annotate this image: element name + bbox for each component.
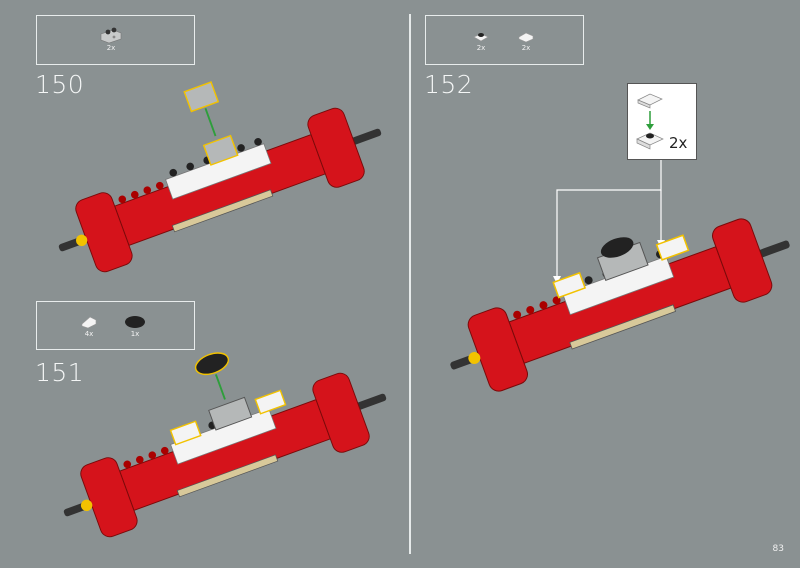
red-beam-model bbox=[58, 81, 382, 273]
tan-tile bbox=[176, 454, 279, 498]
technic-brick-icon bbox=[100, 27, 122, 44]
plate-with-stud bbox=[655, 234, 690, 261]
red-beam-model bbox=[450, 218, 790, 392]
bushing bbox=[80, 499, 93, 512]
technic-brick-placing bbox=[183, 81, 220, 113]
stud bbox=[130, 190, 139, 199]
stud bbox=[513, 310, 522, 319]
part-qty: 1x bbox=[130, 330, 140, 338]
end-cap-right bbox=[312, 372, 370, 453]
part-slope-tile: 4x bbox=[80, 314, 98, 338]
stud bbox=[552, 296, 561, 305]
slope-tile bbox=[169, 420, 202, 446]
slope-tile-icon bbox=[81, 316, 97, 329]
tan-tile bbox=[171, 189, 274, 233]
stud bbox=[155, 181, 164, 190]
part-round-tile: 1x bbox=[124, 314, 146, 338]
arrow-icon bbox=[204, 108, 217, 137]
part-qty: 2x bbox=[521, 44, 531, 52]
plate-stud-icon bbox=[473, 33, 489, 42]
callout-qty: 2x bbox=[669, 134, 688, 152]
technic-brick bbox=[208, 396, 253, 431]
stud bbox=[526, 305, 535, 314]
step-number: 152 bbox=[424, 70, 474, 99]
stud bbox=[186, 162, 195, 171]
bushing bbox=[75, 234, 88, 247]
bushing bbox=[468, 352, 481, 365]
stud bbox=[135, 455, 144, 464]
round-tile bbox=[600, 237, 634, 258]
part-technic-brick: 2x bbox=[99, 26, 123, 52]
stud bbox=[169, 168, 178, 177]
parts-list-step-151: 4x 1x bbox=[36, 301, 195, 350]
end-cap-right bbox=[307, 107, 365, 188]
callout-leader-lines bbox=[556, 160, 662, 278]
stud bbox=[148, 451, 157, 459]
part-qty: 2x bbox=[476, 44, 486, 52]
stud bbox=[237, 144, 245, 152]
parts-list-step-152: 2x 2x bbox=[425, 15, 584, 65]
tan-tile bbox=[569, 304, 677, 350]
arrow-icon bbox=[553, 276, 561, 284]
curved-tile-icon bbox=[518, 32, 534, 43]
plate-with-stud bbox=[552, 271, 587, 299]
sub-assembly-callout: 2x bbox=[627, 83, 697, 160]
step-number: 151 bbox=[35, 358, 85, 387]
parts-list-step-150: 2x bbox=[36, 15, 195, 65]
part-plate-with-stud: 2x bbox=[473, 30, 489, 52]
page-number: 83 bbox=[772, 544, 784, 554]
technic-brick bbox=[202, 134, 239, 166]
end-cap-right bbox=[712, 218, 773, 303]
step-number: 150 bbox=[35, 70, 85, 99]
stud bbox=[584, 276, 593, 285]
stud bbox=[143, 186, 152, 194]
part-qty: 4x bbox=[84, 330, 94, 338]
column-divider bbox=[409, 14, 411, 554]
slope-tile bbox=[254, 389, 287, 415]
part-qty: 2x bbox=[106, 44, 116, 52]
stud bbox=[118, 195, 127, 204]
stud bbox=[539, 301, 548, 310]
stud bbox=[254, 137, 262, 146]
stud bbox=[123, 460, 132, 469]
stud bbox=[160, 446, 169, 455]
arrow-icon bbox=[214, 374, 226, 400]
sub-assembly-illustration bbox=[636, 93, 664, 150]
part-curved-tile: 2x bbox=[518, 30, 534, 52]
round-tile bbox=[194, 352, 230, 376]
red-beam-model bbox=[63, 352, 387, 538]
round-tile-icon bbox=[125, 316, 145, 328]
